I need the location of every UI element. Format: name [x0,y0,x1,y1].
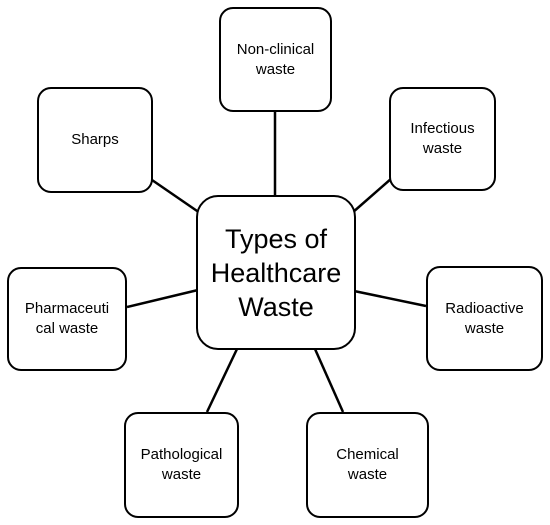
node-pathological-waste: Pathological waste [124,412,239,518]
node-infectious-waste-label: Infectious waste [410,120,475,157]
node-center-label: Types of Healthcare Waste [210,223,342,322]
node-non-clinical-waste-label: Non-clinical waste [236,40,315,78]
connector-pathological [205,348,239,413]
connector-chemical [313,348,345,413]
node-infectious-waste: Infectious waste [389,87,496,191]
node-pathological-waste-label: Pathological waste [140,446,223,483]
connector-pharmaceutical [126,288,199,309]
connector-infectious [351,177,393,214]
node-sharps-label: Sharps [71,131,119,148]
node-radioactive-waste: Radioactive waste [426,266,543,371]
node-pharmaceutical-waste-label: Pharmaceuti cal waste [24,300,110,337]
node-center-types-of-healthcare-waste: Types of Healthcare Waste [196,195,356,350]
node-chemical-waste: Chemical waste [306,412,429,518]
node-sharps: Sharps [37,87,153,193]
node-radioactive-waste-label: Radioactive waste [445,299,524,337]
node-chemical-waste-label: Chemical waste [336,446,399,483]
connector-radioactive [353,289,427,308]
node-non-clinical-waste: Non-clinical waste [219,7,332,112]
node-pharmaceutical-waste: Pharmaceuti cal waste [7,267,127,371]
connector-sharps [151,178,201,215]
